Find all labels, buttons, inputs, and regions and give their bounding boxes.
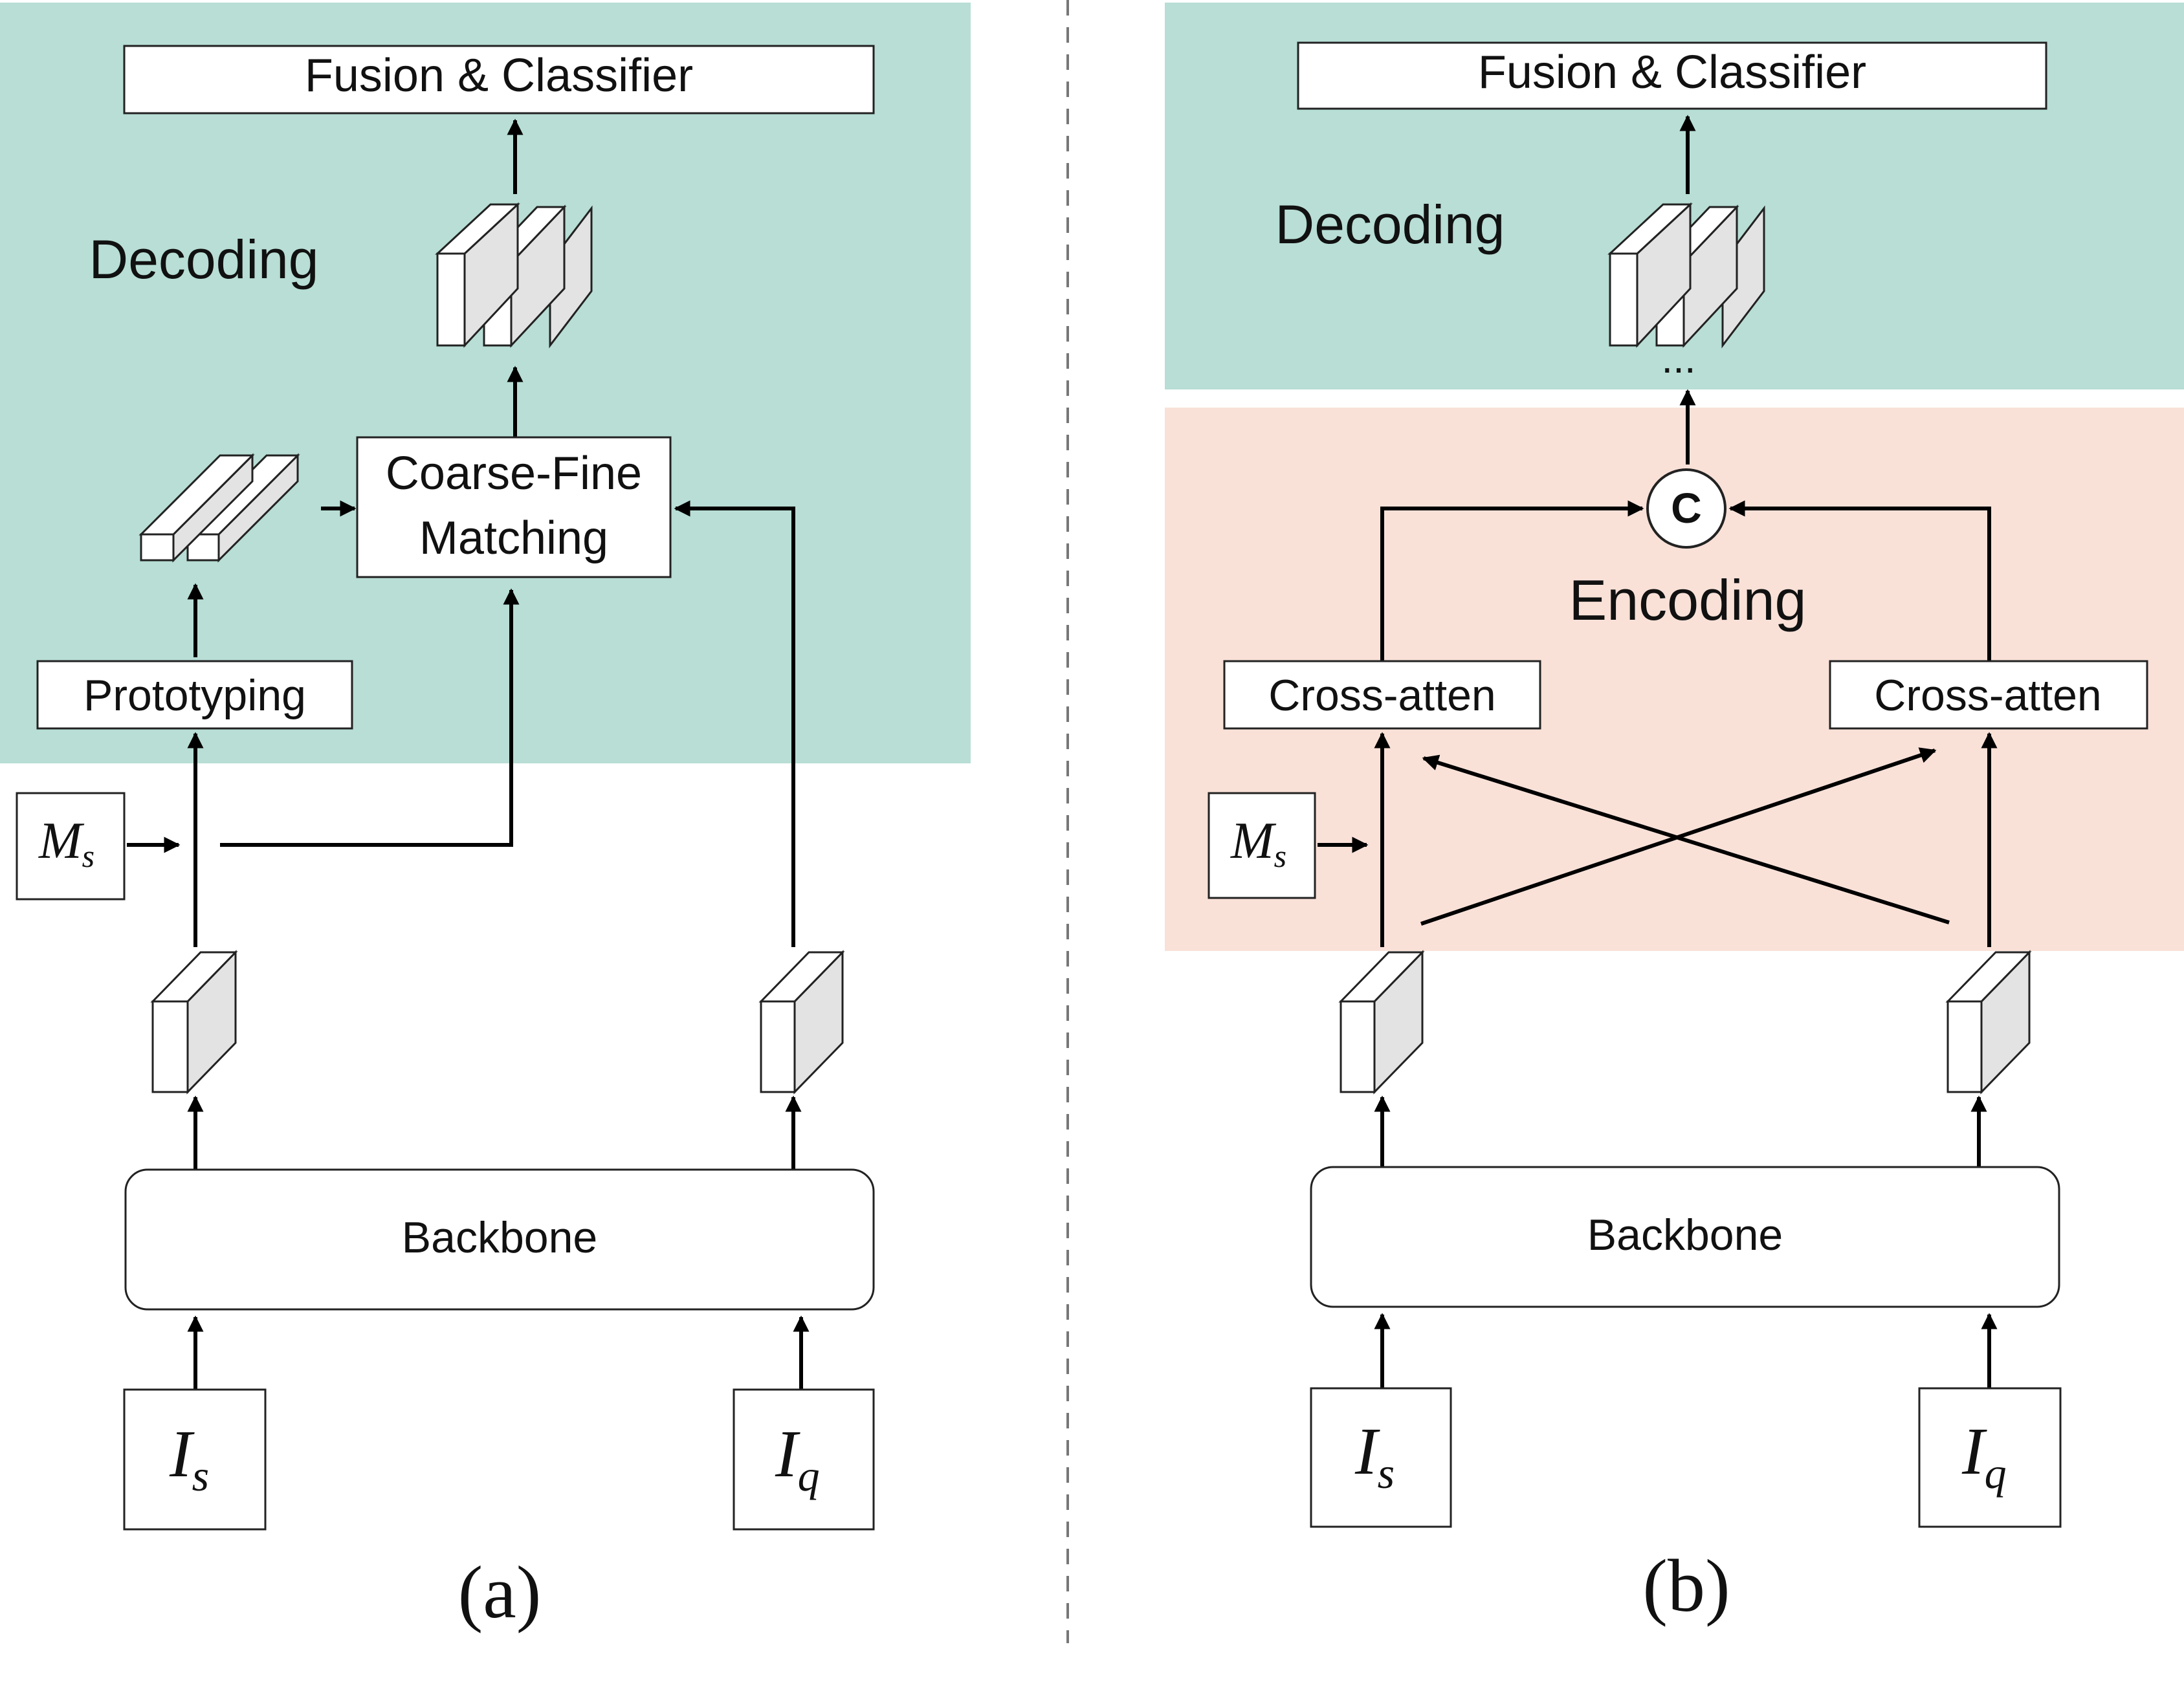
- fusion-classifier-box-b: [1297, 41, 2047, 110]
- prototyping-box: [36, 660, 353, 730]
- query-image-box-b: [1918, 1387, 2062, 1528]
- panel-a: Fusion & Classifier Decoding Coarse-Fine…: [0, 3, 971, 1634]
- decoding-region-a: [0, 3, 971, 763]
- svg-text:C: C: [1671, 484, 1702, 532]
- backbone-box-a: [124, 1168, 875, 1311]
- arrow-query-to-left-cross: [1422, 754, 1950, 924]
- mask-box-b: [1208, 792, 1316, 899]
- support-image-box-a: [123, 1388, 267, 1531]
- fusion-classifier-box-a: [123, 45, 875, 115]
- decoding-label-a: Decoding: [89, 229, 319, 290]
- backbone-label-a: Backbone: [402, 1213, 597, 1262]
- backbone-label-b: Backbone: [1587, 1210, 1783, 1260]
- support-image-label-a: Is: [169, 1417, 209, 1500]
- feature-map-block-icon: [150, 950, 238, 1095]
- encoding-label-b: Encoding: [1569, 568, 1807, 632]
- query-image-label-a: Iq: [775, 1417, 820, 1500]
- feature-map-block-icon: [1945, 950, 2032, 1095]
- fusion-classifier-label-b: Fusion & Classifier: [1478, 47, 1866, 98]
- mask-label-b: Ms: [1230, 813, 1286, 874]
- cross-atten-box-left: [1223, 660, 1541, 730]
- support-image-label-b: Is: [1354, 1414, 1395, 1498]
- prototype-vectors-icon: [138, 453, 300, 563]
- arrow-query-to-matching: [674, 500, 795, 947]
- panel-b: Fusion & Classifier Decoding ... C Encod…: [1165, 3, 2184, 1628]
- concat-circle-icon: C: [1646, 468, 1726, 549]
- arrow-support-to-matching: [220, 588, 520, 847]
- mask-label-a: Ms: [38, 813, 94, 874]
- stacked-feature-maps-icon: [435, 202, 593, 349]
- prototyping-label: Prototyping: [83, 671, 306, 720]
- fusion-classifier-label-a: Fusion & Classifier: [305, 50, 693, 102]
- decoding-label-b: Decoding: [1275, 194, 1505, 255]
- coarse-fine-matching-box: [356, 436, 672, 578]
- mask-box-a: [16, 792, 126, 901]
- feature-map-block-icon: [1338, 950, 1425, 1095]
- stacked-feature-maps-icon: [1607, 202, 1765, 349]
- feature-map-block-icon: [758, 950, 845, 1095]
- caption-a: (a): [458, 1551, 542, 1634]
- query-image-box-a: [733, 1388, 875, 1531]
- backbone-box-b: [1310, 1166, 2060, 1308]
- cross-atten-label-left: Cross-atten: [1268, 671, 1495, 720]
- matching-label-line2: Matching: [419, 512, 608, 564]
- arrow-left-cross-to-concat: [1380, 500, 1644, 661]
- cross-atten-box-right: [1829, 660, 2148, 730]
- support-image-box-b: [1310, 1387, 1452, 1528]
- caption-b: (b): [1642, 1545, 1730, 1628]
- ellipsis-b: ...: [1661, 335, 1695, 382]
- matching-label-line1: Coarse-Fine: [386, 448, 642, 499]
- cross-atten-label-right: Cross-atten: [1874, 671, 2101, 720]
- query-image-label-b: Iq: [1961, 1414, 2007, 1498]
- arrow-right-cross-to-concat: [1728, 500, 1991, 661]
